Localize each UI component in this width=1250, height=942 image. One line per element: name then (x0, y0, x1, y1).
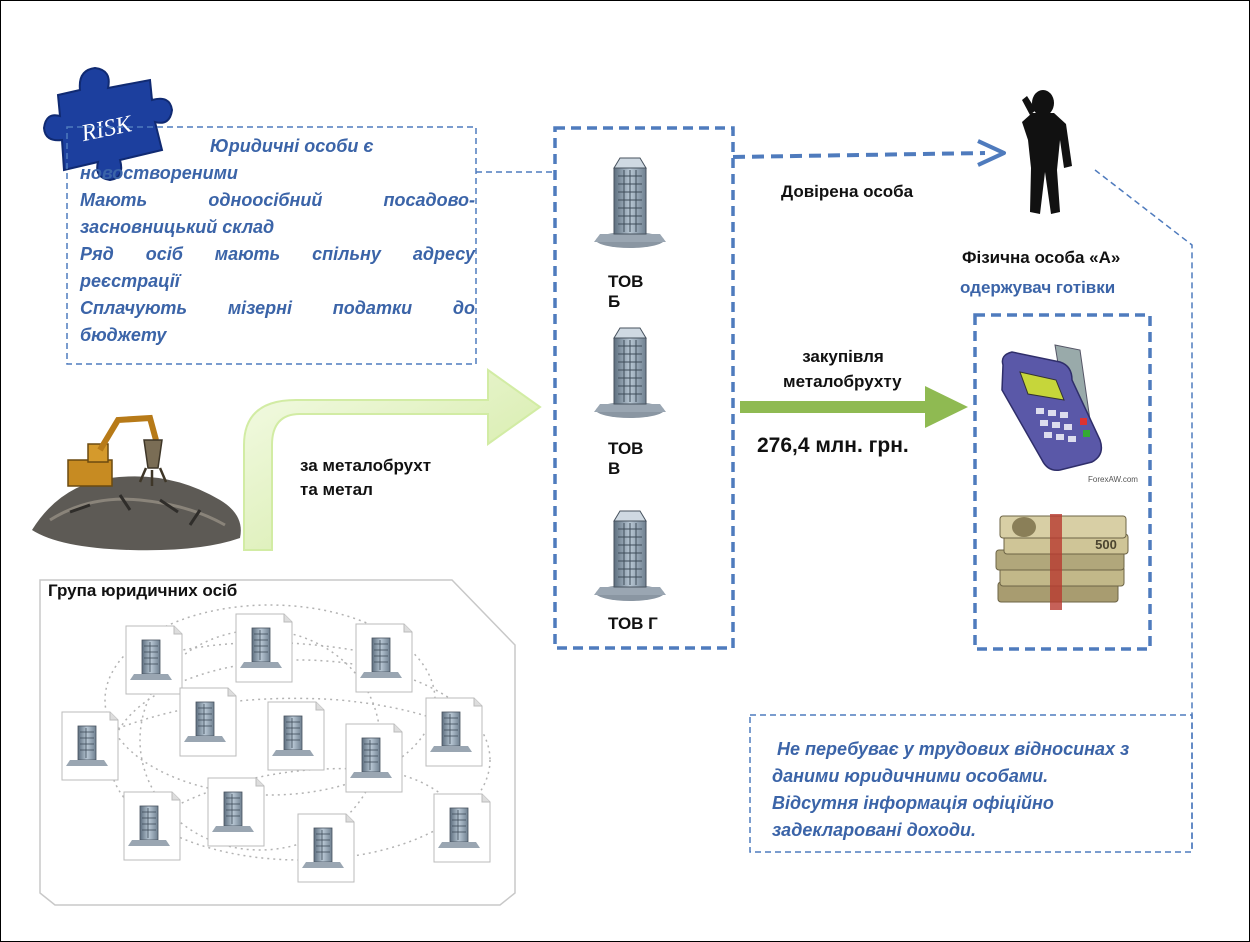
group-title: Група юридичних осіб (48, 581, 238, 600)
person-note-line: даними юридичними особами. (772, 766, 1049, 786)
building-tile-icon (297, 813, 355, 883)
purchase-arrow (740, 386, 968, 428)
group-box (39, 579, 516, 906)
scrap-label-line2: та метал (300, 480, 373, 499)
building-tile-icon (207, 777, 265, 847)
person-note: Не перебуває у трудових відносинах з дан… (772, 736, 1192, 844)
person-note-line: Відсутня інформація офіційно (772, 793, 1054, 813)
cash-box (973, 313, 1152, 651)
risk-note-line: Мають одноосібний посадово- (80, 190, 475, 210)
company-label-b: ТОВ Б (608, 272, 644, 311)
purchase-label-line2: металобрухту (783, 372, 902, 391)
person-connector (1094, 169, 1193, 850)
company-label-g: ТОВ Г (608, 614, 658, 633)
companies-box (553, 126, 735, 650)
bent-arrow (243, 368, 542, 551)
pos-terminal-icon: ForexAW.com (1001, 344, 1138, 484)
risk-note-line: бюджету (80, 325, 167, 345)
person-note-line: Не перебуває у трудових відносинах з (772, 739, 1130, 759)
risk-puzzle-icon: RISK (42, 66, 174, 182)
trustee-arrow (732, 151, 986, 159)
scrap-excavator-icon (32, 414, 241, 551)
scrap-label-line1: за металобрухт (300, 456, 432, 475)
building-icon (593, 327, 667, 419)
building-icon (593, 510, 667, 602)
person-note-line: задекларовані доходи. (772, 820, 976, 840)
terminal-caption: ForexAW.com (1088, 475, 1138, 484)
risk-note-line: Сплачують мізерні податки до (80, 298, 475, 318)
risk-note-line: Ряд осіб мають спільну адресу (80, 244, 475, 264)
person-note-box (749, 714, 1193, 853)
risk-note: Юридичні особи є новоствореними Мають од… (80, 133, 475, 349)
building-tile-icon (355, 623, 413, 693)
building-tile-icon (125, 625, 183, 695)
building-tile-icon (267, 701, 325, 771)
person-role: одержувач готівки (960, 278, 1116, 297)
arrow-head-icon (977, 139, 1006, 167)
building-tile-icon (433, 793, 491, 863)
person-silhouette-icon (1022, 90, 1072, 214)
risk-note-box (66, 126, 477, 365)
risk-note-line: реєстрації (80, 271, 180, 291)
purchase-amount: 276,4 млн. грн. (757, 434, 909, 457)
person-title: Фізична особа «А» (962, 248, 1121, 267)
company-label-v: ТОВ В (608, 439, 644, 478)
building-tile-icon (123, 791, 181, 861)
banknote-value: 500 (1095, 537, 1117, 552)
banknotes-icon: 500 (995, 514, 1129, 610)
risk-note-line: Юридичні особи є (210, 136, 374, 156)
building-tile-icon (179, 687, 237, 757)
building-tile-icon (425, 697, 483, 767)
building-tile-icon (61, 711, 119, 781)
risk-note-line: новоствореними (80, 163, 238, 183)
building-icon (593, 157, 667, 249)
building-tile-icon (235, 613, 293, 683)
trustee-label: Довірена особа (781, 182, 914, 201)
building-tile-icon (345, 723, 403, 793)
purchase-label-line1: закупівля (802, 347, 884, 366)
risk-note-line: засновницький склад (80, 217, 275, 237)
